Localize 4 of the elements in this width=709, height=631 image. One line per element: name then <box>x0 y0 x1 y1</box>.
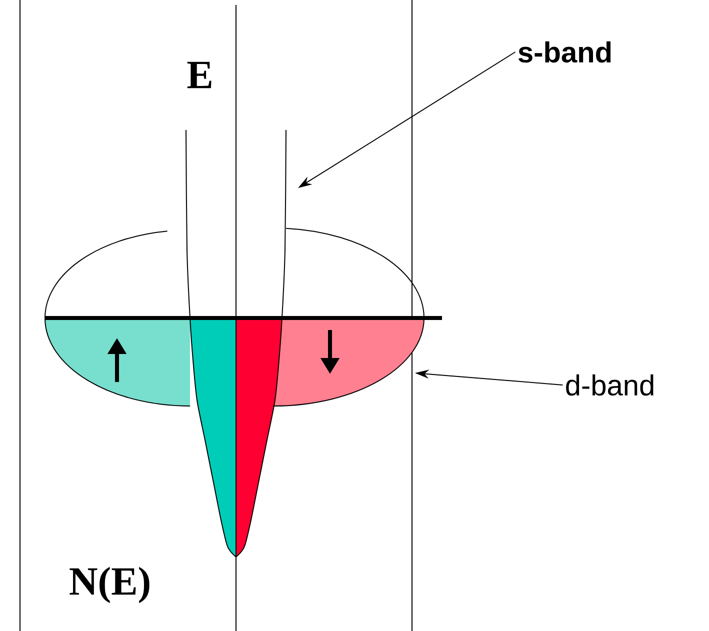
band-label: d-band <box>566 374 654 396</box>
axis-label: N(E) <box>70 566 150 604</box>
band-label: s-band <box>518 41 611 63</box>
axis-label: E <box>187 62 212 88</box>
